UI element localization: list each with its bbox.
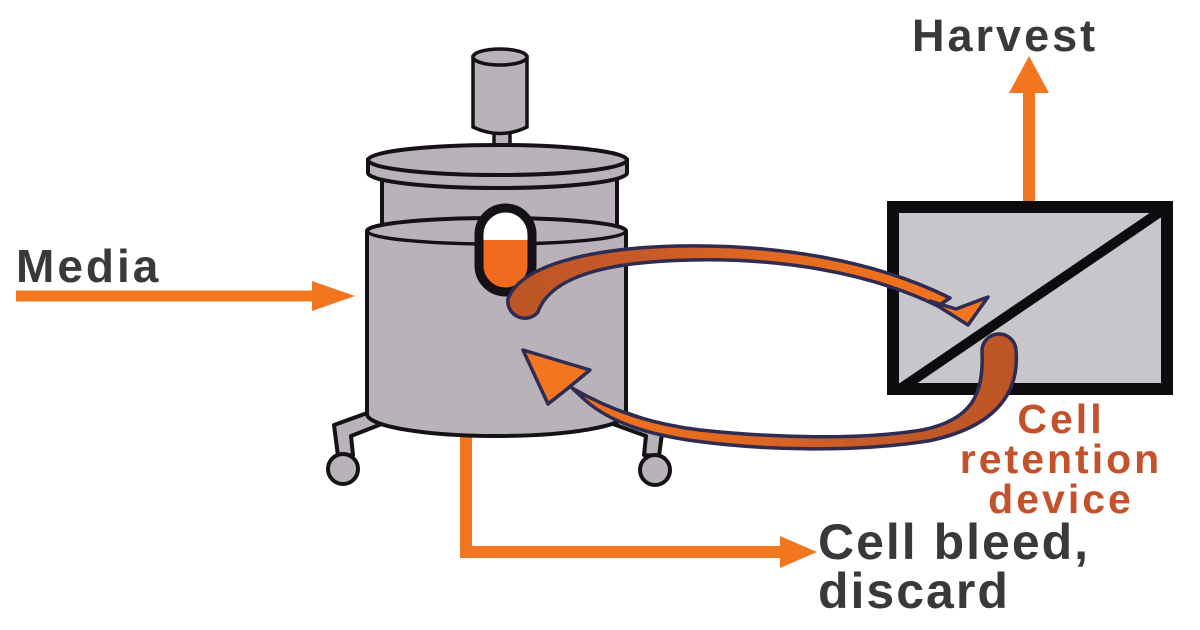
cell-bleed-discard-label: Cell bleed, discard: [818, 514, 1091, 619]
motor: [471, 55, 529, 136]
harvest-arrow: [1009, 56, 1049, 202]
return-flow-arrow: [521, 332, 1019, 451]
cell-retention-device-label: Cell retention device: [959, 396, 1163, 522]
sight-glass: [474, 203, 537, 297]
bioreactor: [326, 47, 672, 487]
return-flow-arrowhead: [521, 348, 592, 406]
harvest-label: Harvest: [912, 10, 1099, 61]
left-caster-wheel: [326, 452, 360, 486]
lid-top: [366, 143, 629, 177]
media-arrow: [16, 281, 355, 311]
flow-to-device-arrowhead: [928, 295, 990, 327]
filter-diagonal: [894, 207, 1163, 396]
flow-to-device-arrow: [506, 244, 990, 327]
media-label: Media: [16, 240, 162, 292]
right-caster-wheel: [638, 453, 672, 487]
cell-bleed-arrow: [460, 430, 817, 568]
motor-top: [471, 47, 529, 67]
